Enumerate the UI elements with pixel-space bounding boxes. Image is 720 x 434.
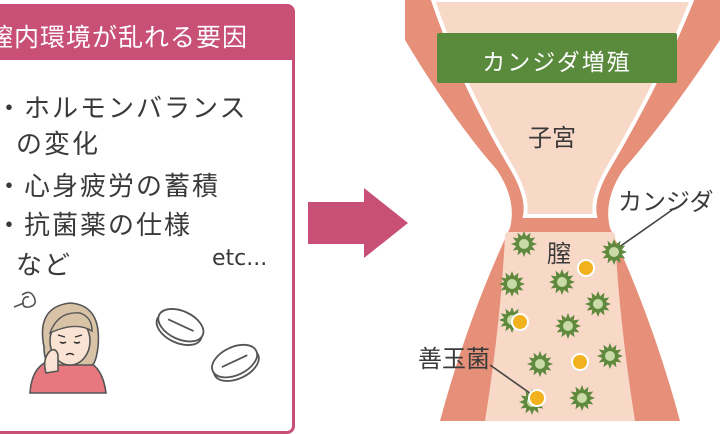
etc-label: etc...	[212, 246, 268, 271]
cause-item-hormone: ・ホルモンバランス	[0, 94, 248, 124]
candida-fungus-icon	[527, 351, 553, 377]
cause-item-fatigue: ・心身疲労の蓄積	[0, 172, 221, 202]
candida-fungus-icon	[569, 385, 595, 411]
cause-item-hormone-cont: の変化	[16, 130, 101, 160]
candida-fungus-icon	[549, 269, 575, 295]
diagram-title: カンジダ増殖	[482, 50, 632, 76]
good-bacteria-icon	[511, 313, 529, 331]
label-vagina: 膣	[547, 240, 571, 268]
causes-panel-header: 膣内環境が乱れる要因	[0, 4, 295, 60]
candida-fungus-icon	[555, 313, 581, 339]
label-candida: カンジダ	[618, 188, 714, 216]
label-lactobacilli: 善玉菌	[418, 345, 490, 373]
title-box	[437, 33, 677, 83]
worried-woman-icon	[13, 291, 107, 394]
lactobacilli-pointer-line	[489, 364, 535, 397]
good-bacteria-icon	[577, 259, 595, 277]
cause-item-etc-prefix: など	[16, 251, 73, 281]
candida-fungus-icon	[585, 291, 611, 317]
pill-icon	[155, 308, 205, 346]
candida-fungus-icon	[511, 231, 537, 257]
candida-fungus-icon	[601, 239, 627, 265]
microbes-layer	[489, 209, 673, 415]
candida-fungus-icon	[499, 271, 525, 297]
arrow-right-icon	[308, 188, 408, 258]
candida-pointer-line	[614, 209, 673, 251]
cause-item-antibiotics: ・抗菌薬の仕様	[0, 211, 193, 241]
causes-panel-title: 膣内環境が乱れる要因	[0, 23, 249, 52]
pill-icon	[211, 343, 260, 382]
good-bacteria-icon	[528, 389, 546, 407]
candida-fungus-icon	[597, 343, 623, 369]
label-uterus: 子宮	[528, 124, 576, 152]
good-bacteria-icon	[571, 353, 589, 371]
